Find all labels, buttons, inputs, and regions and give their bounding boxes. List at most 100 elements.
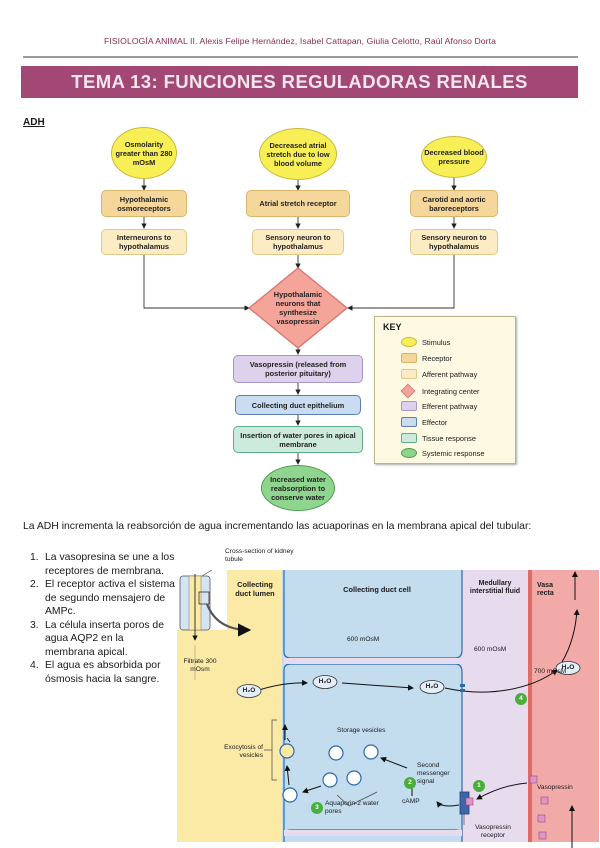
list-text: La célula inserta poros de agua AQP2 en …	[45, 619, 164, 658]
afferent-interneurons: Interneurons to hypothalamus	[101, 229, 187, 255]
tissue-response-water-pores: Insertion of water pores in apical membr…	[233, 426, 363, 453]
list-number: 1.	[30, 552, 39, 563]
h2o-label: H₂O	[318, 678, 332, 685]
interstitial-region	[462, 570, 528, 848]
effector-swatch	[401, 417, 417, 427]
receptor-swatch	[401, 353, 417, 363]
vesicles	[279, 743, 379, 803]
list-number: 3.	[30, 619, 39, 631]
h2o-flow-arrow	[341, 682, 414, 691]
arrow	[143, 254, 250, 311]
key-label: Systemic response	[422, 448, 485, 458]
receptor-atrial-stretch: Atrial stretch receptor	[246, 190, 350, 217]
list-number: 2.	[30, 579, 39, 590]
key-label: Receptor	[422, 353, 452, 363]
key-label: Effector	[422, 417, 448, 427]
afferent-swatch	[401, 369, 417, 379]
vasa-recta-region	[528, 570, 599, 848]
key-item-stimulus: Stimulus	[401, 337, 450, 347]
key-item-integrating: Integrating center	[400, 383, 480, 399]
key-item-efferent: Efferent pathway	[401, 401, 477, 411]
header-divider	[23, 56, 578, 58]
second-messenger-label: Second messenger signal	[417, 762, 450, 785]
receptor-label: Vasopressin receptor	[475, 824, 511, 839]
lumen-region	[227, 570, 282, 848]
key-item-systemic: Systemic response	[401, 448, 484, 458]
h2o-label: H₂O	[425, 683, 439, 690]
filtrate-label: Filtrate 300 mOsm	[183, 658, 217, 673]
efferent-swatch	[401, 401, 417, 411]
key-label: Integrating center	[422, 386, 480, 396]
tissue-swatch	[401, 433, 417, 443]
tight-junction	[284, 658, 462, 664]
step-badges	[311, 693, 527, 814]
h2o-flow-arrow	[258, 679, 308, 691]
h2o-label: H₂O	[242, 687, 256, 694]
blood-flow-arrow	[561, 609, 580, 663]
key-item-afferent: Afferent pathway	[401, 369, 477, 379]
vasopressin-molecules	[529, 775, 549, 840]
key-title: KEY	[383, 322, 402, 332]
integrating-swatch	[400, 383, 416, 399]
h2o-molecule	[236, 684, 262, 698]
afferent-sensory-neuron-2: Sensory neuron to hypothalamus	[410, 229, 498, 255]
key-label: Stimulus	[422, 337, 451, 347]
vasa-osmolarity: 700 mOsM	[534, 668, 567, 675]
key-label: Efferent pathway	[422, 401, 478, 411]
integrating-center-label: Hypothalamic neurons that synthesize vas…	[273, 290, 323, 326]
list-item: 4. El agua es absorbida por ósmosis hacia…	[30, 659, 175, 686]
list-text: El receptor activa el sistema de segundo…	[45, 579, 175, 617]
key-label: Tissue response	[422, 433, 476, 443]
h2o-molecule	[312, 675, 338, 689]
key-item-receptor: Receptor	[401, 353, 452, 363]
interstitial-label: Medullary interstitial fluid	[469, 580, 521, 595]
cell-label: Collecting duct cell	[343, 585, 411, 594]
systemic-response: Increased water reabsorption to conserve…	[261, 465, 335, 511]
vasa-recta-label: Vasa recta	[537, 582, 554, 597]
stimulus-swatch	[401, 337, 417, 347]
intro-paragraph: La ADH incrementa la reabsorción de agua…	[23, 521, 532, 532]
section-heading: ADH	[23, 117, 45, 128]
cell-diagram-graphics	[177, 570, 599, 848]
badge-2: 2	[408, 779, 412, 786]
h2o-molecule	[419, 680, 445, 694]
cross-section-label: Cross-section of kidney tubule	[225, 548, 294, 563]
h2o-molecule	[555, 661, 581, 675]
flowchart-key: KEY Stimulus Receptor Afferent pathway I…	[374, 316, 516, 464]
afferent-sensory-neuron-1: Sensory neuron to hypothalamus	[252, 229, 344, 255]
stimulus-blood-pressure: Decreased blood pressure	[421, 136, 487, 178]
effector-collecting-duct: Collecting duct epithelium	[235, 395, 361, 415]
badge-1: 1	[477, 782, 481, 789]
list-number: 4.	[30, 660, 39, 671]
chapter-banner: TEMA 13: FUNCIONES REGULADORAS RENALES	[21, 66, 578, 98]
steps-list: 1. La vasopresina se une a los receptores…	[30, 551, 175, 686]
key-label: Afferent pathway	[422, 369, 478, 379]
running-header: FISIOLOGÍA ANIMAL II. Alexis Felipe Hern…	[104, 36, 496, 46]
filtrate-region	[177, 630, 227, 848]
h2o-label: H₂O	[561, 664, 575, 671]
receptor-baroreceptors: Carotid and aortic baroreceptors	[410, 190, 498, 217]
list-text: El agua es absorbida por ósmosis hacia l…	[45, 660, 161, 685]
flowchart-connectors	[141, 176, 457, 465]
camp-label: cAMP	[402, 798, 420, 805]
interstitial-osmolarity: 600 mOsM	[474, 646, 507, 653]
stimulus-osmolarity: Osmolarity greater than 280 mOsM	[111, 127, 177, 179]
list-text: La vasopresina se une a los receptores d…	[45, 552, 175, 577]
vasopressin-label: Vasopressin	[537, 784, 573, 791]
chapter-title: TEMA 13: FUNCIONES REGULADORAS RENALES	[71, 71, 528, 92]
list-item: 2. El receptor activa el sistema de segun…	[30, 578, 175, 619]
collecting-duct-diagram: Cross-section of kidney tubule Collectin…	[177, 548, 599, 848]
key-item-effector: Effector	[401, 417, 447, 427]
vasa-wall	[528, 570, 532, 848]
list-item: 1. La vasopresina se une a los receptores…	[30, 551, 175, 578]
badge-4: 4	[519, 695, 523, 702]
badge-3: 3	[315, 804, 319, 811]
stimulus-atrial-stretch: Decreased atrial stretch due to low bloo…	[259, 128, 337, 180]
key-item-tissue: Tissue response	[401, 433, 476, 443]
tubule-cross-section-icon	[179, 570, 252, 641]
exocytosis-label: Exocytosis of vesicles	[224, 744, 263, 759]
receptor-osmoreceptors: Hypothalamic osmoreceptors	[101, 190, 187, 217]
arrow	[347, 254, 455, 311]
integrating-center-shape	[248, 267, 348, 349]
cell-region	[282, 570, 462, 848]
